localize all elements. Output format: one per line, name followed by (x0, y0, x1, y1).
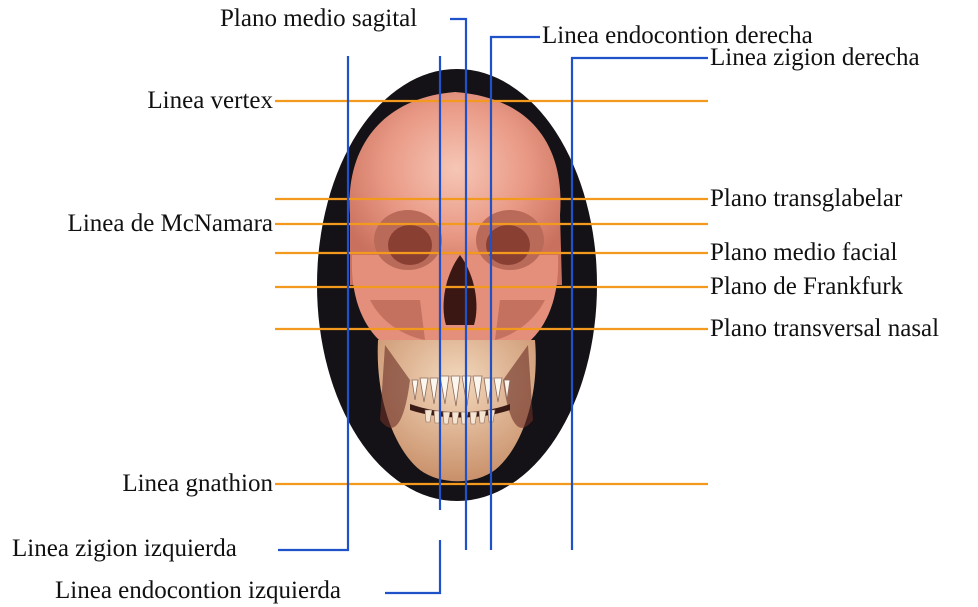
label-linea-endocontion-izquierda: Linea endocontion izquierda (55, 577, 341, 605)
label-linea-gnathion: Linea gnathion (122, 470, 273, 498)
label-linea-mcnamara: Linea de McNamara (68, 210, 273, 238)
label-plano-frankfurk: Plano de Frankfurk (710, 273, 903, 301)
label-plano-medio-sagital: Plano medio sagital (220, 5, 417, 33)
right-eye-socket-inner (486, 225, 530, 265)
left-eye-socket-inner (388, 225, 432, 265)
line-endocontion-izquierda-lower (385, 540, 440, 593)
label-linea-zigion-izquierda: Linea zigion izquierda (12, 535, 237, 563)
label-plano-medio-facial: Plano medio facial (710, 239, 897, 267)
label-linea-vertex: Linea vertex (147, 87, 273, 115)
label-plano-transglabelar: Plano transglabelar (710, 185, 902, 213)
label-linea-zigion-derecha: Linea zigion derecha (710, 44, 920, 72)
label-plano-transversal-nasal: Plano transversal nasal (710, 315, 939, 343)
